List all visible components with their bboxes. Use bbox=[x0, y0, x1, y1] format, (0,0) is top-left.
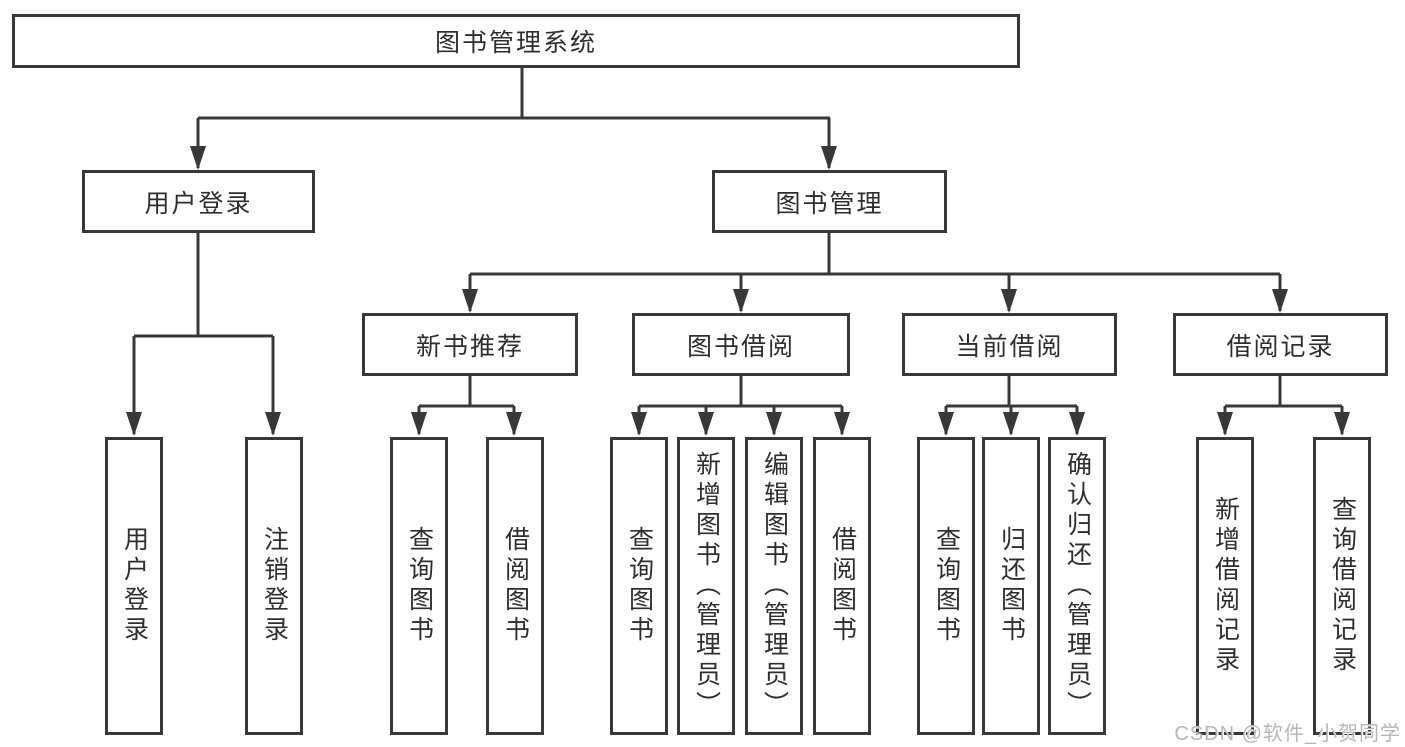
node-current-borrow-label: 当前借阅 bbox=[955, 332, 1064, 361]
leaf-records-add-label: 新增借阅记录 bbox=[1211, 496, 1240, 676]
leaf-borrow-add-admin: 新增图书（管理员） bbox=[677, 437, 735, 735]
node-current-borrow: 当前借阅 bbox=[902, 313, 1117, 376]
leaf-current-return-label: 归还图书 bbox=[997, 526, 1026, 646]
node-root-label: 图书管理系统 bbox=[434, 29, 597, 57]
leaf-borrow-query-label: 查询图书 bbox=[625, 526, 654, 646]
node-borrow-records: 借阅记录 bbox=[1173, 313, 1388, 376]
leaf-user-login: 用户登录 bbox=[105, 437, 163, 735]
leaf-current-return: 归还图书 bbox=[982, 437, 1040, 735]
leaf-borrow-borrow-label: 借阅图书 bbox=[828, 526, 857, 646]
leaf-borrow-borrow: 借阅图书 bbox=[813, 437, 871, 735]
node-book-borrow: 图书借阅 bbox=[632, 313, 850, 376]
node-user-login: 用户登录 bbox=[82, 170, 315, 233]
leaf-current-query-label: 查询图书 bbox=[932, 526, 961, 646]
watermark: CSDN @软件_小贺同学 bbox=[1174, 723, 1401, 745]
connector-borrow-rail bbox=[639, 376, 842, 408]
node-borrow-records-label: 借阅记录 bbox=[1226, 332, 1335, 361]
leaf-newbook-query-label: 查询图书 bbox=[405, 526, 434, 646]
node-book-management: 图书管理 bbox=[712, 170, 947, 233]
node-user-login-label: 用户登录 bbox=[144, 189, 253, 218]
node-book-management-label: 图书管理 bbox=[775, 189, 884, 218]
leaf-logout-label: 注销登录 bbox=[260, 526, 289, 646]
connector-mgmt-rail bbox=[470, 233, 1280, 276]
node-root: 图书管理系统 bbox=[12, 14, 1020, 68]
leaf-records-query-label: 查询借阅记录 bbox=[1328, 496, 1357, 676]
leaf-current-query: 查询图书 bbox=[917, 437, 975, 735]
leaf-logout: 注销登录 bbox=[245, 437, 303, 735]
leaf-borrow-query: 查询图书 bbox=[610, 437, 668, 735]
leaf-borrow-add-admin-label: 新增图书（管理员） bbox=[692, 451, 721, 721]
leaf-records-query: 查询借阅记录 bbox=[1313, 437, 1371, 735]
connector-login-rail bbox=[134, 233, 273, 338]
leaf-newbook-borrow-label: 借阅图书 bbox=[501, 526, 530, 646]
connector-records-rail bbox=[1225, 376, 1342, 408]
leaf-newbook-borrow: 借阅图书 bbox=[486, 437, 544, 735]
connector-newbook-rail bbox=[419, 376, 514, 408]
leaf-user-login-label: 用户登录 bbox=[120, 526, 149, 646]
node-book-borrow-label: 图书借阅 bbox=[686, 332, 795, 361]
node-new-book-recommend-label: 新书推荐 bbox=[415, 332, 524, 361]
leaf-current-confirm-return-admin: 确认归还（管理员） bbox=[1048, 437, 1106, 735]
leaf-borrow-edit-admin-label: 编辑图书（管理员） bbox=[760, 451, 789, 721]
leaf-records-add: 新增借阅记录 bbox=[1196, 437, 1254, 735]
connector-root-rail bbox=[198, 68, 830, 120]
leaf-newbook-query: 查询图书 bbox=[390, 437, 448, 735]
leaf-current-confirm-return-admin-label: 确认归还（管理员） bbox=[1063, 451, 1092, 721]
connector-current-rail bbox=[946, 376, 1077, 408]
leaf-borrow-edit-admin: 编辑图书（管理员） bbox=[745, 437, 803, 735]
node-new-book-recommend: 新书推荐 bbox=[362, 313, 578, 376]
